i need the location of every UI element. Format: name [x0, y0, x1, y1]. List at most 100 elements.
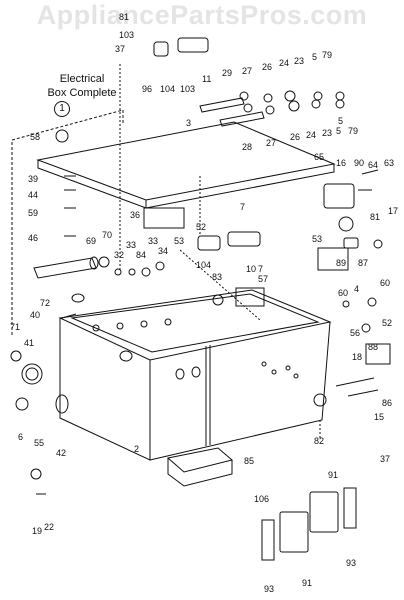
- part-label: 33: [148, 236, 158, 246]
- grommet: [55, 394, 69, 414]
- box-front: [59, 318, 151, 461]
- guide-outline: [11, 109, 124, 335]
- part-label: 27: [242, 66, 252, 76]
- part-label: 56: [350, 328, 360, 338]
- knockout-hole: [119, 350, 133, 362]
- terminal-strip: [279, 511, 309, 553]
- box-inner-rim: [70, 293, 320, 353]
- part-label: 5: [312, 52, 317, 62]
- part-label: 46: [28, 233, 38, 243]
- part-label: 88: [368, 342, 378, 352]
- part-label: 69: [86, 236, 96, 246]
- part-label: 37: [380, 454, 390, 464]
- part-label: 16: [336, 158, 346, 168]
- part-label: 58: [30, 132, 40, 142]
- part-label: 7: [240, 202, 245, 212]
- fitting: [177, 37, 209, 53]
- assembly-title-line2: Box Complete: [47, 87, 117, 99]
- part-label: 104: [160, 84, 175, 94]
- part-label: 7: [258, 264, 263, 274]
- fitting: [227, 231, 261, 247]
- part-label: 53: [174, 236, 184, 246]
- part-label: 103: [119, 30, 134, 40]
- part-label: 6: [18, 432, 23, 442]
- part-label: 86: [382, 398, 392, 408]
- part-label: 90: [354, 158, 364, 168]
- part-label: 104: [196, 260, 211, 270]
- part-label: 63: [384, 158, 394, 168]
- part-label: 91: [328, 470, 338, 480]
- grommet: [10, 350, 22, 362]
- part-label: 27: [266, 138, 276, 148]
- part-label: 5: [336, 126, 341, 136]
- part-label: 32: [114, 250, 124, 260]
- assembly-title: Electrical Box Complete: [22, 72, 142, 100]
- part-label: 57: [258, 274, 268, 284]
- part-label: 55: [34, 438, 44, 448]
- assembly-callout: 1: [54, 101, 70, 117]
- part-label: 24: [306, 130, 316, 140]
- part-label: 42: [56, 448, 66, 458]
- part-label: 106: [254, 494, 269, 504]
- part-label: 60: [338, 288, 348, 298]
- part-label: 28: [242, 142, 252, 152]
- knockout-hole: [191, 366, 201, 378]
- part-label: 11: [202, 74, 211, 84]
- part-label: 39: [28, 174, 38, 184]
- part-label: 26: [290, 132, 300, 142]
- conduit-tube: [33, 257, 97, 279]
- part-label: 44: [28, 190, 38, 200]
- plate: [143, 207, 185, 229]
- connector-block: [323, 183, 355, 209]
- assembly-title-line1: Electrical: [59, 73, 105, 85]
- part-label: 3: [186, 118, 191, 128]
- part-label: 81: [119, 12, 129, 22]
- part-label: 93: [264, 584, 274, 594]
- part-label: 59: [28, 208, 38, 218]
- part-label: 60: [380, 278, 390, 288]
- rod: [199, 97, 245, 113]
- part-label: 37: [115, 44, 125, 54]
- part-label: 64: [368, 160, 378, 170]
- part-label: 53: [312, 234, 322, 244]
- grommet: [21, 363, 43, 385]
- watermark: AppliancePartsPros.com: [36, 0, 368, 30]
- part-label: 96: [142, 84, 152, 94]
- part-label: 34: [158, 246, 168, 256]
- part-label: 23: [322, 128, 332, 138]
- rod: [219, 111, 265, 127]
- drawing: [10, 37, 391, 561]
- box-side: [149, 321, 331, 461]
- part-label: 89: [336, 258, 346, 268]
- part-label: 71: [10, 322, 20, 332]
- part-label: 87: [358, 258, 368, 268]
- part-label: 81: [370, 212, 380, 222]
- part-label: 84: [136, 250, 146, 260]
- part-label: 72: [40, 298, 50, 308]
- part-label: 15: [374, 412, 384, 422]
- part-label: 79: [322, 50, 332, 60]
- part-labels: 81 103 37 104 103 11 29 27 26 24 23 5 79…: [10, 12, 398, 594]
- part-label: 5: [338, 116, 343, 126]
- part-label: 83: [212, 272, 222, 282]
- part-label: 52: [196, 222, 206, 232]
- part-label: 22: [44, 522, 54, 532]
- part-label: 36: [130, 210, 140, 220]
- part-label: 19: [32, 526, 42, 536]
- part-label: 4: [354, 284, 359, 294]
- part-label: 2: [134, 444, 139, 454]
- part-label: 17: [388, 206, 398, 216]
- part-label: 85: [244, 456, 254, 466]
- cover-edge: [37, 160, 335, 209]
- part-label: 18: [352, 352, 362, 362]
- part-label: 91: [302, 578, 312, 588]
- part-label: 33: [126, 240, 136, 250]
- box-top-rim: [58, 289, 332, 361]
- part-label: 24: [279, 58, 289, 68]
- grommet: [15, 397, 29, 411]
- part-label: 23: [294, 56, 304, 66]
- part-label: 29: [222, 68, 232, 78]
- part-label: 10: [246, 264, 256, 274]
- part-label: 41: [24, 338, 34, 348]
- part-label: 70: [102, 230, 112, 240]
